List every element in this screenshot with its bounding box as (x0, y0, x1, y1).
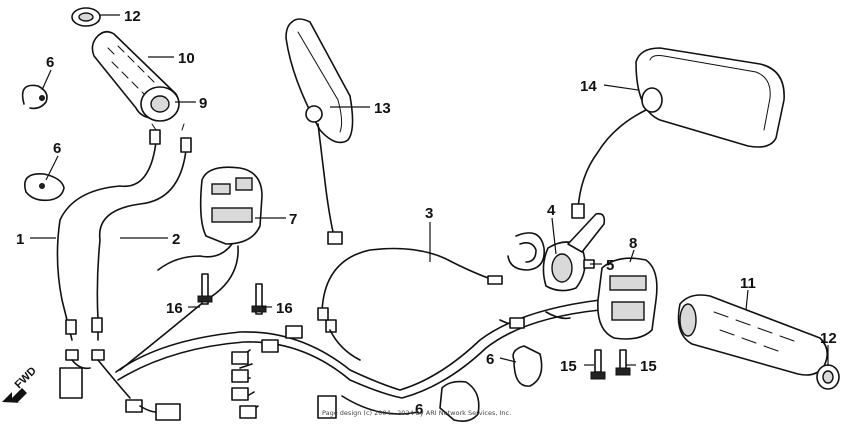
callout-4: 4 (547, 202, 556, 219)
part-11-right-grip[interactable] (677, 294, 828, 376)
callout-6-bottom: 6 (415, 401, 423, 418)
part-12-end-cap-right[interactable] (816, 364, 840, 390)
callout-2: 2 (172, 231, 180, 248)
fwd-arrow-indicator: FWD (2, 365, 39, 403)
callout-12-top: 12 (124, 8, 141, 25)
callout-16-left: 16 (166, 300, 183, 317)
callout-7: 7 (289, 211, 297, 228)
part-8-right-switch[interactable] (597, 257, 658, 340)
part-12-end-cap-left[interactable] (71, 7, 101, 27)
callout-14: 14 (580, 78, 597, 95)
callout-11: 11 (740, 275, 756, 292)
part-6-clamp-top-left[interactable] (21, 84, 48, 110)
part-4-throttle-housing[interactable] (542, 212, 606, 292)
main-wire-harness[interactable] (115, 299, 601, 419)
part-6-clamp-center-low[interactable] (512, 345, 543, 387)
callout-15-left: 15 (560, 358, 577, 375)
part-2-choke-cable[interactable] (91, 137, 192, 341)
part-9-throttle-end[interactable] (140, 86, 185, 131)
part-3-cable[interactable] (317, 247, 503, 321)
callout-10: 10 (178, 50, 195, 67)
copyright-text: Page design (c) 2004 - 2024 by ARI Netwo… (322, 409, 511, 417)
callout-6-center: 6 (486, 351, 494, 368)
callout-8: 8 (629, 235, 637, 252)
part-16-bolt-right[interactable] (251, 283, 267, 315)
part-13-left-mirror[interactable] (285, 18, 354, 245)
callout-16-right: 16 (276, 300, 293, 317)
callout-5: 5 (606, 257, 614, 274)
part-6-clamp-bottom[interactable] (439, 380, 480, 422)
callout-6-mid-left: 6 (53, 140, 61, 157)
part-6-clamp-center-top[interactable] (507, 232, 545, 271)
callout-9: 9 (199, 95, 207, 112)
part-6-clamp-mid-left[interactable] (24, 173, 65, 202)
harness-connectors-left (59, 349, 181, 421)
callout-1: 1 (16, 231, 24, 248)
part-1-throttle-cable[interactable] (56, 129, 161, 341)
part-15-bolt-left[interactable] (590, 349, 606, 380)
fwd-label: FWD (13, 365, 39, 391)
callout-3: 3 (425, 205, 433, 222)
part-16-bolt-left[interactable] (197, 273, 213, 305)
callout-6-top-left: 6 (46, 54, 54, 71)
part-7-left-switch[interactable] (119, 166, 263, 371)
part-14-right-mirror[interactable] (571, 47, 785, 219)
callout-13: 13 (374, 100, 391, 117)
callout-15-right: 15 (640, 358, 657, 375)
part-15-bolt-right[interactable] (615, 349, 631, 376)
callout-12-right: 12 (820, 330, 837, 347)
